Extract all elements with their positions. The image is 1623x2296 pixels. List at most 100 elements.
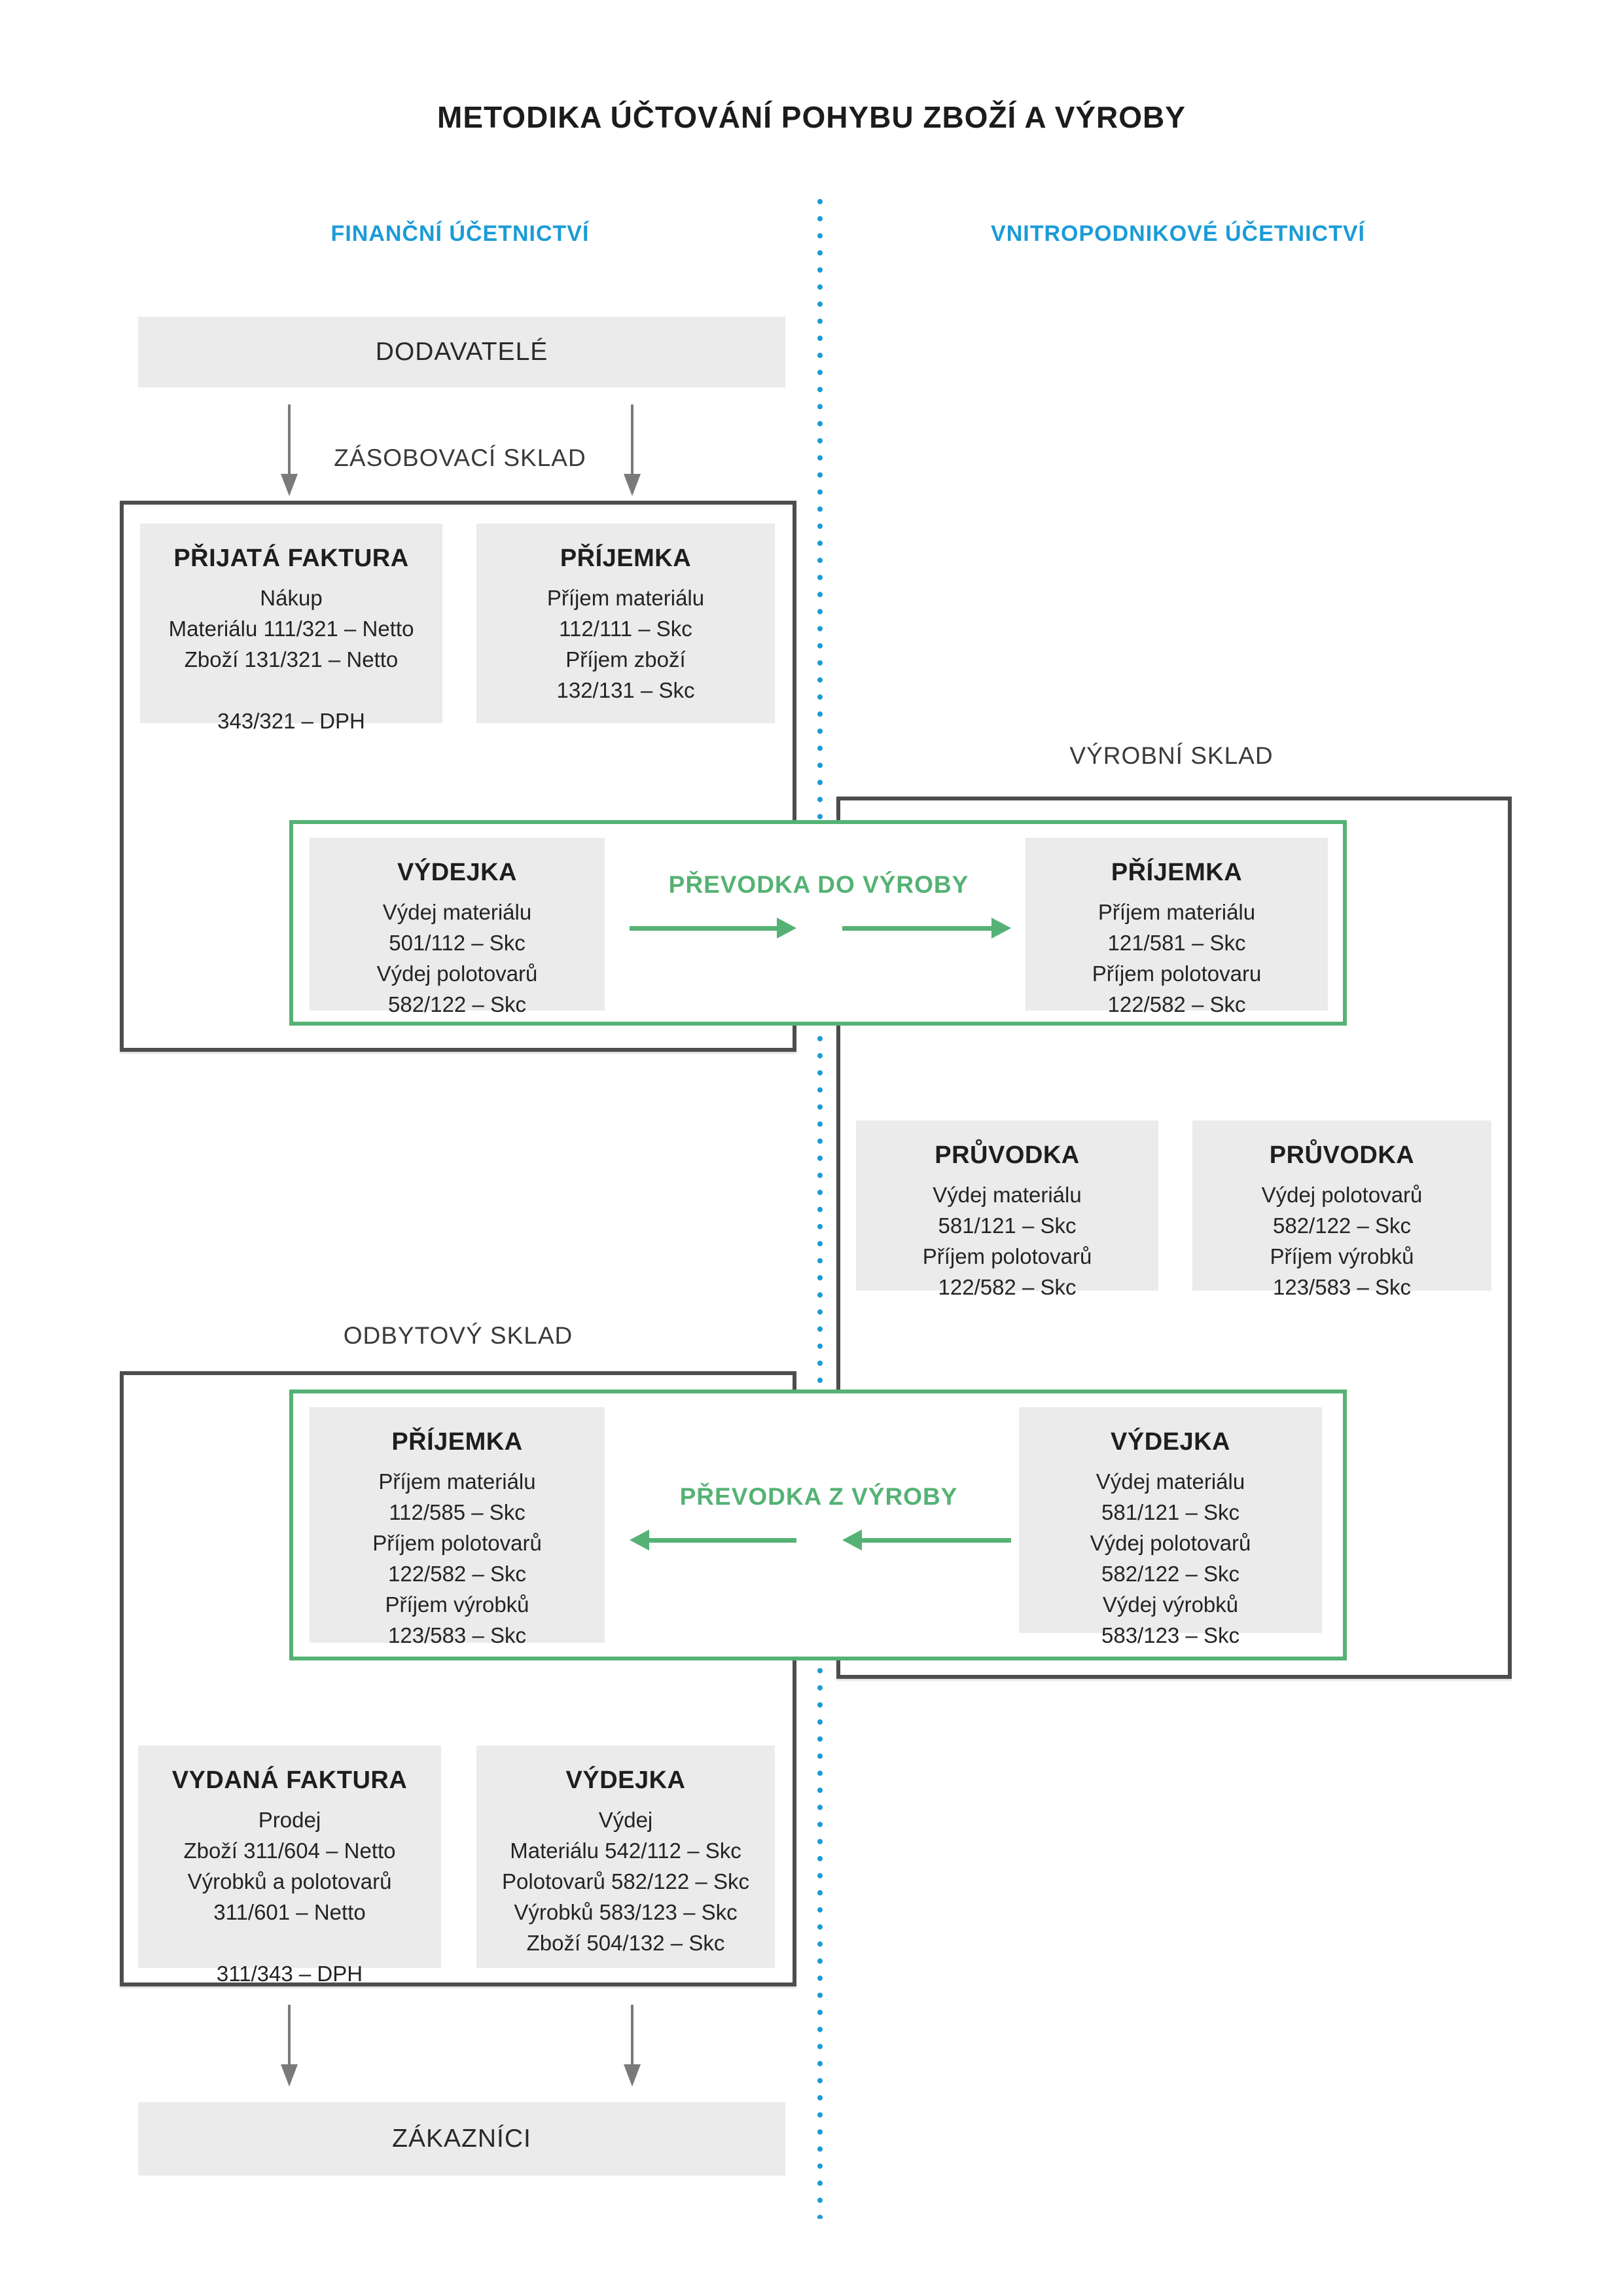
box-line: Výdej materiálu [933,1183,1082,1207]
box-title: PŘÍJEMKA [1111,859,1243,886]
box-line: Zboží 311/604 – Netto [183,1839,396,1863]
goods-receipt-production-box: PŘÍJEMKA Příjem materiálu 121/581 – Skc … [1026,838,1328,1016]
box-line: 311/601 – Netto [213,1900,366,1924]
arrow-shaft [631,404,633,476]
routing-card-1-box: PRŮVODKA Výdej materiálu 581/121 – Skc P… [856,1121,1158,1299]
suppliers-box: DODAVATELÉ [138,317,785,387]
issue-slip-sale-box: VÝDEJKA Výdej Materiálu 542/112 – Skc Po… [476,1746,775,1968]
box-line: 112/585 – Skc [389,1500,526,1524]
box-line: Příjem výrobků [1270,1244,1414,1268]
box-line: 122/582 – Skc [388,1562,526,1586]
box-line: 582/122 – Skc [1101,1562,1240,1586]
down-arrow-icon [281,2005,298,2087]
box-title: PŘIJATÁ FAKTURA [173,545,409,572]
box-line: Nákup [260,586,323,610]
box-line: 122/582 – Skc [938,1275,1077,1299]
box-line: 583/123 – Skc [1101,1623,1240,1647]
page-title: METODIKA ÚČTOVÁNÍ POHYBU ZBOŽÍ A VÝROBY [437,100,1186,134]
arrow-shaft [288,404,291,476]
box-line: 121/581 – Skc [1107,931,1246,955]
arrow-shaft [630,926,778,931]
issue-slip-from-production-box: VÝDEJKA Výdej materiálu 581/121 – Skc Vý… [1019,1407,1322,1647]
box-title: PŘÍJEMKA [391,1428,523,1456]
sales-warehouse-label: ODBYTOVÝ SKLAD [343,1322,573,1349]
box-line: Výdej [598,1808,653,1832]
arrow-shaft [842,926,993,931]
down-arrow-icon [624,404,641,496]
box-line: Výdej polotovarů [1261,1183,1423,1207]
box-line: Příjem materiálu [378,1469,536,1494]
box-line: Výrobků a polotovarů [187,1869,392,1893]
box-title: PRŮVODKA [935,1141,1080,1169]
arrow-head [630,1530,649,1551]
box-title: PRŮVODKA [1269,1141,1415,1169]
box-line: 343/321 – DPH [217,709,365,733]
box-line: Příjem zboží [565,647,686,672]
customers-label: ZÁKAZNÍCI [392,2125,531,2153]
box-line: Příjem výrobků [385,1592,529,1617]
arrow-head [842,1530,862,1551]
goods-receipt-sales-box: PŘÍJEMKA Příjem materiálu 112/585 – Skc … [310,1407,605,1647]
box-line: Příjem polotovaru [1092,961,1262,986]
box-line: 123/583 – Skc [388,1623,526,1647]
arrow-head [281,2064,298,2087]
box-line: 582/122 – Skc [388,992,526,1016]
column-header-internal: VNITROPODNIKOVÉ ÚČETNICTVÍ [991,221,1365,246]
box-line: Prodej [258,1808,321,1832]
box-line: Výdej polotovarů [1090,1531,1251,1555]
right-arrow-icon [630,918,796,939]
transfer-to-production-label: PŘEVODKA DO VÝROBY [668,871,969,898]
received-invoice-box: PŘIJATÁ FAKTURA Nákup Materiálu 111/321 … [140,524,442,733]
left-arrow-icon [630,1530,796,1551]
production-warehouse-label: VÝROBNÍ SKLAD [1069,742,1274,769]
box-title: VÝDEJKA [397,859,517,886]
arrow-head [777,918,796,939]
arrow-head [991,918,1011,939]
box-line: 311/343 – DPH [216,1962,363,1986]
routing-card-2-box: PRŮVODKA Výdej polotovarů 582/122 – Skc … [1192,1121,1491,1299]
arrow-shaft [631,2005,633,2067]
goods-receipt-supply-box: PŘÍJEMKA Příjem materiálu 112/111 – Skc … [476,524,775,723]
supply-warehouse-label: ZÁSOBOVACÍ SKLAD [334,444,586,471]
box-line: Výdej polotovarů [376,961,538,986]
box-line: Zboží 131/321 – Netto [184,647,399,672]
box-line: 582/122 – Skc [1273,1213,1411,1238]
transfer-from-production-label: PŘEVODKA Z VÝROBY [679,1483,958,1510]
column-header-financial: FINANČNÍ ÚČETNICTVÍ [330,221,590,246]
box-line: 122/582 – Skc [1107,992,1246,1016]
box-line: 501/112 – Skc [389,931,526,955]
box-title: PŘÍJEMKA [560,545,692,572]
box-line: Zboží 504/132 – Skc [526,1931,725,1955]
box-line: Příjem polotovarů [372,1531,542,1555]
down-arrow-icon [624,2005,641,2087]
box-line: Příjem materiálu [1097,900,1256,924]
box-title: VYDANÁ FAKTURA [171,1767,408,1794]
arrow-head [281,474,298,496]
box-line: 112/111 – Skc [559,617,692,641]
arrow-shaft [648,1538,796,1543]
customers-box: ZÁKAZNÍCI [138,2102,785,2176]
box-line: 123/583 – Skc [1273,1275,1411,1299]
box-line: Výdej výrobků [1102,1592,1239,1617]
box-line: Příjem materiálu [546,586,705,610]
arrow-head [624,2064,641,2087]
arrow-shaft [861,1538,1011,1543]
box-line: Polotovarů 582/122 – Skc [502,1869,749,1893]
box-line: 581/121 – Skc [938,1213,1077,1238]
box-title: VÝDEJKA [565,1767,686,1794]
box-line: 581/121 – Skc [1101,1500,1240,1524]
box-line: 132/131 – Skc [556,678,695,702]
box-line: Výdej materiálu [1096,1469,1245,1494]
box-line: Příjem polotovarů [922,1244,1092,1268]
down-arrow-icon [281,404,298,496]
box-line: Materiálu 111/321 – Netto [168,617,414,641]
arrow-shaft [288,2005,291,2067]
box-line: Výdej materiálu [382,900,532,924]
arrow-head [624,474,641,496]
box-line: Výrobků 583/123 – Skc [514,1900,738,1924]
left-arrow-icon [842,1530,1011,1551]
issue-slip-to-production-box: VÝDEJKA Výdej materiálu 501/112 – Skc Vý… [310,838,605,1016]
dotted-divider-line [817,199,823,2219]
box-line: Materiálu 542/112 – Skc [510,1839,741,1863]
